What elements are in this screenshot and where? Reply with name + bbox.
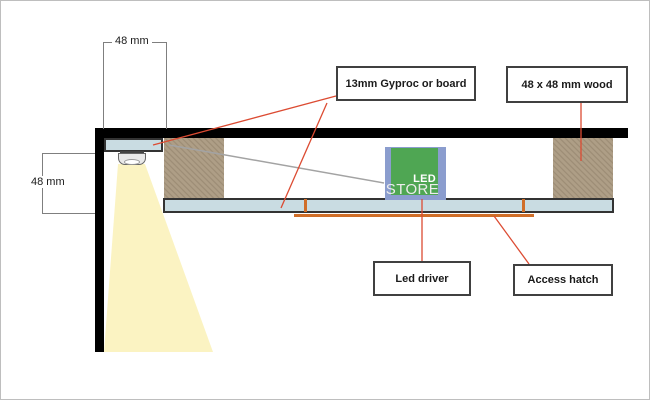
access-hatch-edge-right	[522, 199, 525, 212]
access-hatch-label: Access hatch	[513, 264, 613, 296]
fixture-mounting-clip	[120, 151, 144, 154]
led-store-logo: LED STORE	[385, 147, 446, 200]
dimension-top-label: 48 mm	[112, 35, 152, 47]
dimension-bracket-top	[103, 42, 167, 129]
ceiling-slab	[95, 128, 628, 138]
callout-line-access-hatch	[493, 215, 530, 265]
suspended-ceiling-board	[163, 198, 614, 213]
dimension-left-label: 48 mm	[28, 176, 68, 188]
fixture-lens	[124, 159, 140, 165]
logo-text-led: LED	[413, 173, 436, 185]
wood-label: 48 x 48 mm wood	[506, 66, 628, 103]
led-driver-label: Led driver	[373, 261, 471, 296]
wall	[95, 128, 104, 352]
callout-line-gyproc-to-board	[280, 102, 328, 209]
logo-green-square	[391, 148, 438, 195]
wood-block-right	[553, 138, 613, 198]
logo-text-store: STORE	[385, 181, 440, 198]
gyproc-label: 13mm Gyproc or board	[336, 66, 476, 101]
led-profile-recess-board	[104, 138, 163, 152]
led-profile-fixture	[118, 151, 146, 165]
access-hatch-edge-left	[304, 199, 307, 212]
access-hatch-outline	[294, 214, 534, 217]
wood-block-left	[164, 138, 224, 198]
